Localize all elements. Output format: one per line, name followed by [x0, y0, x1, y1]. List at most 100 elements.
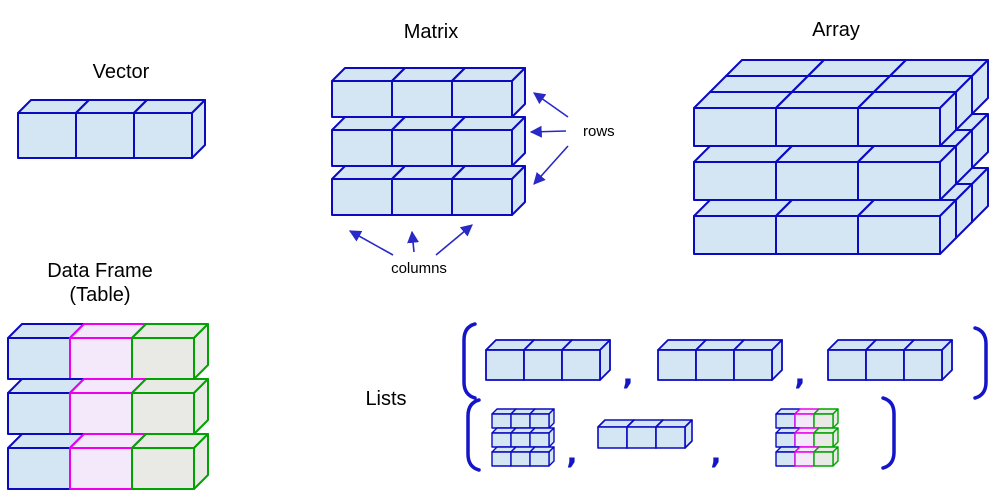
list-row1-open-bracket	[462, 322, 477, 400]
cube	[733, 339, 783, 381]
cube-face	[69, 447, 133, 490]
cube	[529, 427, 555, 448]
cube-face	[69, 337, 133, 380]
cube-face	[491, 432, 512, 448]
cube	[857, 145, 957, 201]
cube-face	[775, 451, 796, 467]
cube	[561, 339, 611, 381]
cube-face	[857, 161, 941, 201]
list-row1-vector-2	[657, 339, 783, 381]
cube-face	[903, 349, 943, 381]
array-label: Array	[812, 19, 860, 41]
cube-face	[597, 426, 628, 449]
brackets-layer	[462, 322, 988, 472]
cube-face	[491, 451, 512, 467]
cube-face	[131, 392, 195, 435]
cube-face	[794, 451, 815, 467]
arrow-line	[435, 224, 473, 256]
cube-face	[794, 413, 815, 429]
cube	[451, 116, 526, 167]
cube-face	[857, 215, 941, 255]
list-separator-3: ,	[566, 436, 577, 471]
cube-face	[75, 112, 135, 159]
cube-face	[695, 349, 735, 381]
cube-face	[7, 447, 71, 490]
cube-face	[775, 107, 859, 147]
cube-face	[331, 178, 393, 216]
cube-face	[813, 413, 834, 429]
cube-face	[733, 349, 773, 381]
cube	[655, 419, 693, 449]
cube-face	[17, 112, 77, 159]
list-row2-close-bracket	[881, 396, 896, 470]
cube	[133, 99, 206, 159]
vector-cubes	[17, 99, 206, 159]
list-row2-open-bracket	[466, 398, 481, 472]
cube	[131, 433, 209, 490]
cube-face	[131, 337, 195, 380]
cube-face	[813, 432, 834, 448]
cube-face	[510, 413, 531, 429]
list-separator-2: ,	[794, 357, 805, 392]
cube	[529, 408, 555, 429]
cube-face	[391, 80, 453, 118]
cube-face	[510, 432, 531, 448]
cube-face	[391, 178, 453, 216]
cube	[813, 408, 839, 429]
list-row2-dataframe	[775, 408, 839, 467]
list-row1-close-bracket	[973, 326, 988, 400]
list-separator-1: ,	[622, 357, 633, 392]
dataframe-cubes	[7, 323, 209, 490]
list-row2-vector	[597, 419, 693, 449]
cube-face	[865, 349, 905, 381]
cube-face	[775, 413, 796, 429]
cube-face	[7, 337, 71, 380]
cube-face	[657, 349, 697, 381]
cube-face	[693, 215, 777, 255]
cube-face	[529, 432, 550, 448]
cube	[451, 165, 526, 216]
list-separator-4: ,	[710, 436, 721, 471]
cube-face	[523, 349, 563, 381]
dataframe-label-line2: (Table)	[69, 284, 130, 306]
cube-face	[693, 107, 777, 147]
arrow-line	[348, 230, 394, 256]
cube-face	[626, 426, 657, 449]
cube-face	[69, 392, 133, 435]
cube-face	[561, 349, 601, 381]
cube	[693, 199, 793, 255]
cube-face	[775, 161, 859, 201]
cube-face	[827, 349, 867, 381]
cube-face	[331, 129, 393, 167]
cube-face	[485, 349, 525, 381]
arrow-line	[407, 230, 420, 253]
cube-face	[391, 129, 453, 167]
shapes-layer	[7, 59, 989, 490]
cube	[857, 91, 957, 147]
cube	[903, 339, 953, 381]
dataframe-label-line1: Data Frame	[47, 260, 153, 282]
rows-label: rows	[583, 123, 615, 140]
cube-face	[133, 112, 193, 159]
cube	[529, 446, 555, 467]
arrows-layer	[348, 92, 569, 256]
cube-face	[529, 451, 550, 467]
list-row1-vector-3	[827, 339, 953, 381]
cube	[813, 446, 839, 467]
arrow-line	[529, 125, 567, 138]
cube-face	[655, 426, 686, 449]
cube-face	[529, 413, 550, 429]
arrow-line	[533, 92, 569, 118]
cube-face	[131, 447, 195, 490]
cube-face	[775, 215, 859, 255]
cube	[131, 323, 209, 380]
cube-face	[693, 161, 777, 201]
lists-label: Lists	[365, 388, 406, 410]
cube-face	[510, 451, 531, 467]
array-layer-1	[693, 91, 957, 255]
cube-face	[813, 451, 834, 467]
cube-face	[451, 178, 513, 216]
cube-face	[451, 129, 513, 167]
